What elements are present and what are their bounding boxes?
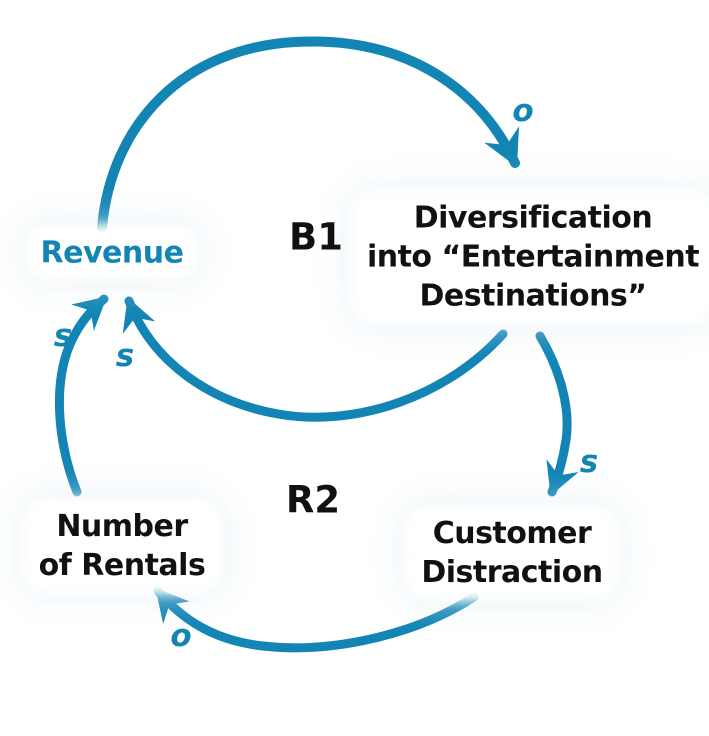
node-number-of-rentals-line-2: of Rentals xyxy=(38,548,206,583)
node-revenue: Revenue xyxy=(31,232,193,274)
node-customer-distraction: Customer Distraction xyxy=(412,513,612,593)
arrow-diversification-to-customer-distraction xyxy=(535,331,579,497)
node-diversification-line-3: Destinations” xyxy=(419,278,648,314)
loop-label-r2: R2 xyxy=(285,478,341,522)
node-revenue-label: Revenue xyxy=(40,235,184,271)
arrow-revenue-to-diversification xyxy=(97,36,520,232)
node-diversification: Diversification into “Entertainment Dest… xyxy=(357,197,709,317)
node-number-of-rentals-line-1: Number xyxy=(56,509,188,544)
polarity-label-revenue-to-diversification: o xyxy=(512,93,534,129)
polarity-label-number-of-rentals-to-revenue: s xyxy=(53,318,73,354)
node-customer-distraction-line-2: Distraction xyxy=(421,555,603,590)
polarity-label-diversification-to-revenue: s xyxy=(115,338,135,374)
polarity-label-diversification-to-customer-distraction: s xyxy=(579,444,599,480)
node-customer-distraction-line-1: Customer xyxy=(432,516,592,551)
arrow-number-of-rentals-to-revenue xyxy=(54,294,109,497)
node-diversification-line-2: into “Entertainment xyxy=(366,239,700,275)
arrow-customer-distraction-to-number-of-rentals xyxy=(153,586,479,653)
node-number-of-rentals: Number of Rentals xyxy=(29,506,215,586)
node-diversification-line-1: Diversification xyxy=(413,200,653,236)
polarity-label-customer-distraction-to-number-of-rentals: o xyxy=(170,618,192,654)
loop-label-b1: B1 xyxy=(289,215,343,259)
arrow-diversification-to-revenue xyxy=(122,296,508,422)
